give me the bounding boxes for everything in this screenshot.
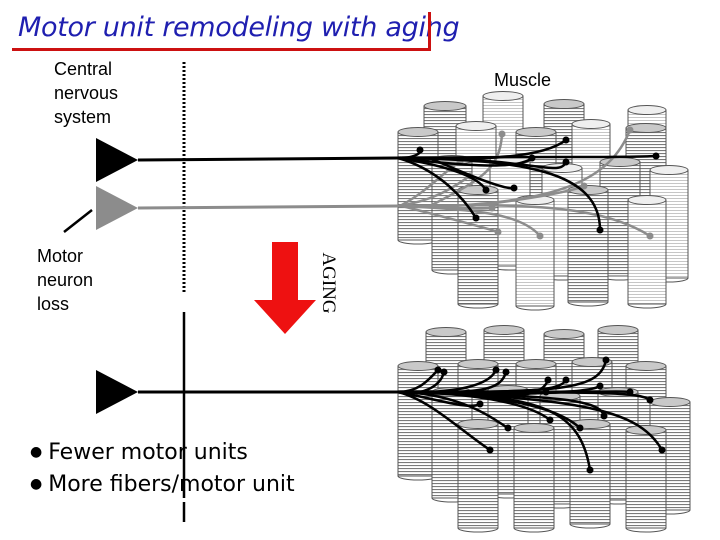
muscle-fiber: [457, 419, 499, 533]
cns-label: Central nervous system: [54, 57, 118, 129]
cns-label-line-3: system: [54, 107, 112, 127]
bullet-text-2: More fibers/motor unit: [48, 472, 295, 497]
axon-branch: [403, 390, 512, 432]
axon-branch: [397, 390, 494, 454]
title-rule-vertical: [428, 12, 431, 51]
axon-branch: [423, 390, 666, 454]
mnl-label-line-2: neuron: [37, 270, 94, 290]
motor-neuron-black: [96, 138, 138, 182]
muscle-fiber: [567, 185, 609, 307]
axon-branch-gray: [401, 204, 502, 236]
muscle-fiber: [397, 361, 439, 481]
muscle-fiber: [627, 195, 667, 309]
bullet-dot: ●: [30, 444, 43, 460]
axon-branch-black: [429, 156, 518, 192]
axon-branch-gray: [469, 182, 588, 208]
motor-neuron-loss-label: Motor neuron loss: [37, 244, 93, 316]
axon-branch-gray: [403, 204, 544, 240]
loss-pointer-line: [63, 209, 93, 233]
muscle-label: Muscle: [494, 70, 552, 90]
mnl-label-line-3: loss: [37, 294, 70, 314]
summary-bullets: ● Fewer motor units ● More fibers/motor un…: [30, 438, 295, 502]
axon-branch: [427, 390, 584, 432]
mnl-label-line-1: Motor: [37, 246, 84, 266]
axon-branch-black: [439, 156, 570, 170]
motor-neuron-gray: [96, 186, 138, 230]
cns-label-line-2: nervous: [54, 83, 119, 103]
bullet-text-1: Fewer motor units: [48, 440, 248, 465]
axon-branch: [425, 390, 654, 404]
motor-neuron-remaining: [96, 370, 138, 414]
axon-branch-gray: [409, 204, 654, 240]
title-underline: [12, 48, 430, 51]
bullet-fewer-units: ● Fewer motor units: [30, 438, 295, 470]
bullet-more-fibers: ● More fibers/motor unit: [30, 470, 295, 502]
bullet-dot: ●: [30, 476, 43, 492]
cns-label-line-1: Central: [54, 59, 113, 79]
muscle-fiber: [625, 425, 667, 533]
axon-branch: [397, 390, 484, 408]
axon-branch-black: [397, 156, 480, 222]
muscle-fiber: [513, 423, 555, 533]
aging-arrow: [254, 242, 316, 334]
axon-black: [137, 156, 399, 162]
muscle-fibers-old: [397, 325, 691, 533]
muscle-fiber: [569, 419, 611, 529]
page-title: Motor unit remodeling with aging: [18, 12, 460, 43]
axon-branches-young: [397, 126, 660, 240]
axon-branch-gray: [429, 130, 506, 208]
axon-branches-old: [397, 356, 666, 474]
axon-gray: [137, 204, 399, 210]
aging-label: AGING: [318, 252, 339, 314]
muscle-fiber: [515, 195, 555, 311]
